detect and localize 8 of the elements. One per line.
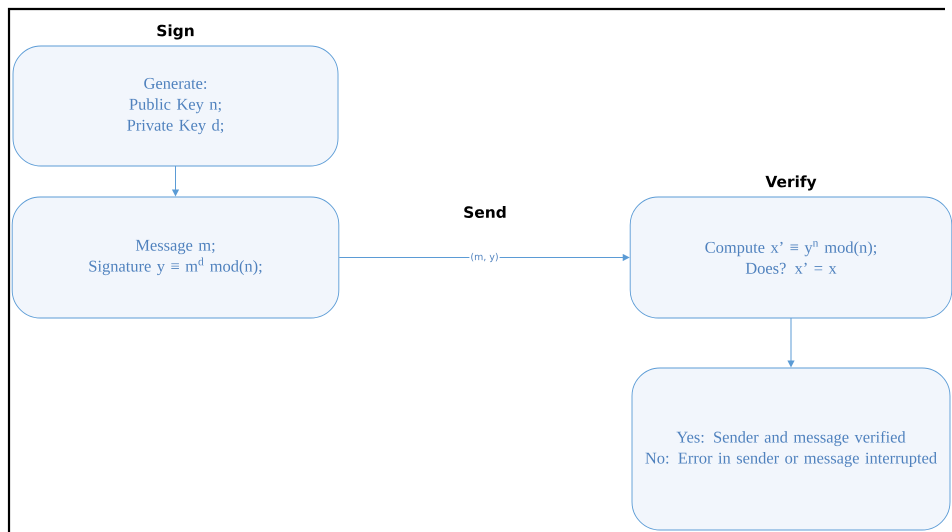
process-box: Message m; Signature y ≡ m$^{d}$ mod(n);	[12, 196, 340, 318]
edge-label: (m, y)	[469, 252, 500, 264]
process-box: Yes: Sender and message verified No: Error in sender or message interrupted	[632, 368, 950, 530]
process-box: Compute x’ ≡ y$^{n}$ mod(n); Does? x’ = x	[630, 196, 952, 318]
section-heading: Sign	[157, 24, 194, 40]
section-heading: Verify	[765, 175, 816, 190]
section-heading: Send	[464, 206, 506, 218]
process-box: Generate: Public Key n; Private Key d;	[12, 46, 338, 166]
